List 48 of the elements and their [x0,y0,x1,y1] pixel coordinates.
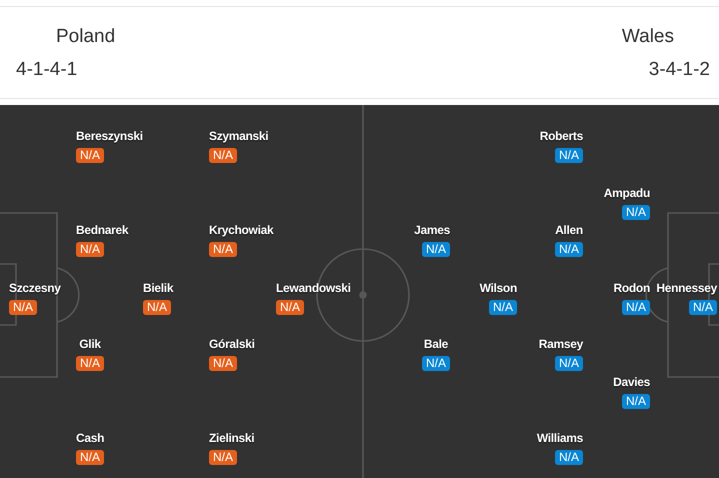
player-name: Szczesny [9,280,61,296]
player-name: Lewandowski [276,280,351,296]
player-name: Davies [613,374,650,390]
rating-badge: N/A [209,450,238,465]
player-name: James [414,222,450,238]
rating-badge: N/A [554,242,583,257]
player-name: Wilson [480,280,517,296]
player-name: Bale [422,336,450,352]
rating-badge: N/A [622,394,650,409]
player-name: Roberts [540,128,583,144]
player-name: Szymanski [209,128,268,144]
rating-badge: N/A [76,148,104,163]
player-name: Krychowiak [209,222,274,238]
formation: 3-4-1-2 [648,58,710,82]
rating-badge: N/A [422,356,450,371]
player-name: Williams [536,430,583,446]
rating-badge: N/A [9,300,38,315]
rating-badge: N/A [554,356,583,371]
rating-badge: N/A [76,450,104,465]
player-name: Bereszynski [76,128,143,144]
player-name: Rodon [614,280,650,296]
rating-badge: N/A [622,300,650,315]
player-name: Góralski [209,336,255,352]
player-name: Ampadu [604,185,650,201]
player-name: Bednarek [76,222,128,238]
player-name: Allen [554,222,583,238]
player-name: Bielik [143,280,174,296]
rating-badge: N/A [76,242,104,257]
rating-badge: N/A [554,148,583,163]
rating-badge: N/A [209,148,238,163]
team-name: Wales [622,25,674,49]
rating-badge: N/A [622,205,650,220]
player-name: Zielinski [209,430,254,446]
formation: 4-1-4-1 [16,58,78,82]
rating-badge: N/A [209,242,238,257]
rating-badge: N/A [488,300,517,315]
rating-badge: N/A [76,356,104,371]
rating-badge: N/A [422,242,450,257]
player-name: Cash [76,430,104,446]
player-name: Glik [78,336,102,352]
player-name: Ramsey [538,336,583,352]
rating-badge: N/A [143,300,172,315]
rating-badge: N/A [688,300,717,315]
team-name: Poland [56,25,116,49]
rating-badge: N/A [209,356,238,371]
player-name: Hennessey [656,280,717,296]
rating-badge: N/A [276,300,304,315]
rating-badge: N/A [554,450,583,465]
